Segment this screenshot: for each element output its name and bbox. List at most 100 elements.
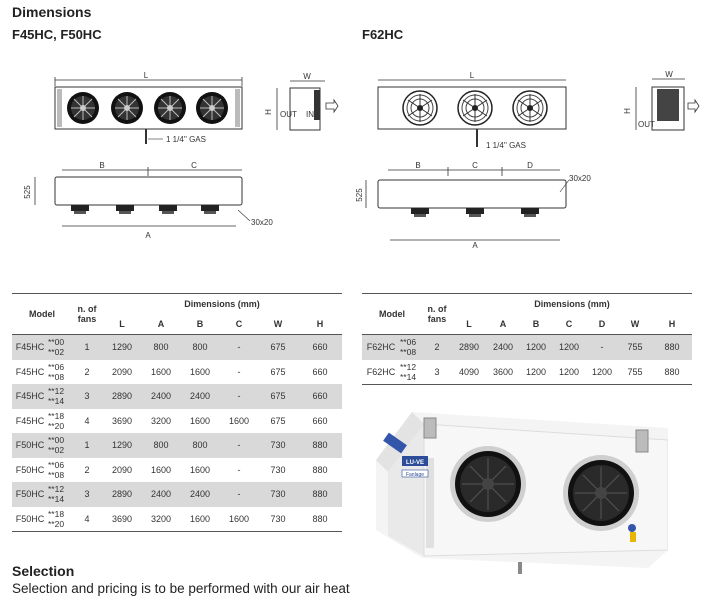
dim-H-label-right: H [623,108,632,114]
fans-cell: 3 [72,384,102,409]
dim-C-cell: 1200 [558,366,580,377]
gas-label: 1 1/4'' GAS [166,135,206,144]
model-cell: F50HC [12,433,48,458]
col-dimensions: Dimensions (mm) [534,299,610,309]
dim-A-cell: 1600 [150,366,172,377]
fans-cell: 4 [84,415,90,426]
dim-B-cell: 1200 [525,366,547,377]
dim-B-cell: 1600 [189,513,211,524]
dim-H-cell: 880 [664,366,680,377]
in-label: IN [306,110,314,119]
dim-B-cell: 1600 [189,415,211,426]
col-H: H [316,319,324,329]
dim-A-cell: 3200 [150,415,172,426]
dim-A-cell: 800 [142,433,180,458]
dim-C-cell: - [220,384,258,409]
product-image: LU-VE Fanlage [376,412,668,574]
out-label-right: OUT [638,120,655,129]
model-cell: F62HC [362,334,400,360]
slot-size-label: 30x20 [251,218,273,227]
dim-D-cell: - [586,334,618,360]
code-cell: **00**02 [48,334,72,360]
dim-A-cell: 2400 [142,482,180,507]
col-A: A [157,319,165,329]
dim-B-cell: 1200 [520,334,552,360]
dim-H-cell: 880 [298,433,342,458]
col-C: C [235,319,243,329]
dim-L-cell: 2090 [111,464,133,475]
dim-A-cell: 2400 [142,384,180,409]
slot-size-label-right: 30x20 [569,174,591,183]
dim-H-cell: 660 [298,384,342,409]
dim-A-label: A [145,231,151,240]
dim-H-cell: 880 [312,464,328,475]
fan-2 [563,455,639,531]
dim-C-cell: - [220,334,258,360]
dim-W-cell: 675 [258,334,298,360]
code-cell: **18**20 [48,508,65,529]
dim-W-cell: 730 [258,482,298,507]
fans-cell: 1 [72,334,102,360]
dim-L-cell: 4090 [458,366,480,377]
dim-C-label-right: C [472,161,478,170]
col-C: C [565,319,573,329]
col-D: D [598,319,606,329]
fans-cell: 3 [72,482,102,507]
code-cell: **12**14 [48,482,72,507]
dim-H-cell: 660 [298,334,342,360]
dim-H-cell: 660 [312,366,328,377]
dim-B-cell: 1600 [189,366,211,377]
dim-C-cell: - [220,482,258,507]
model-cell: F50HC [15,513,45,524]
fans-cell: 2 [84,366,90,377]
dim-C-cell: - [237,366,241,377]
fans-cell: 1 [72,433,102,458]
code-cell: **12**14 [400,361,417,382]
model-cell: F45HC [15,415,45,426]
brand-name-label: Fanlage [406,472,424,478]
dim-A-cell: 3200 [150,513,172,524]
dim-C-cell: 1600 [228,513,250,524]
code-cell: **18**20 [48,410,65,431]
dim-D-cell: 1200 [591,366,613,377]
right-side-view: W H OUT [623,70,700,131]
col-A: A [499,319,507,329]
model-cell: F45HC [12,334,48,360]
dim-W-cell: 755 [627,366,643,377]
model-cell: F45HC [15,366,45,377]
dim-H-cell: 880 [298,482,342,507]
dim-L-cell: 3690 [111,513,133,524]
dim-W-label: W [303,72,311,81]
dim-H-label: H [264,109,273,115]
code-cell: **06**08 [48,361,65,382]
fans-cell: 2 [84,464,90,475]
selection-text: Selection and pricing is to be performed… [12,581,350,596]
out-label: OUT [280,110,297,119]
dim-H-cell: 660 [312,415,328,426]
dim-C-cell: - [237,464,241,475]
right-models-title: F62HC [362,27,404,42]
dim-W-cell: 675 [258,384,298,409]
dim-W-cell: 730 [270,464,286,475]
dim-B-cell: 2400 [180,384,220,409]
fans-cell: 3 [434,366,440,377]
brand-badge-label: LU-VE [406,460,424,466]
dim-W-label-right: W [665,70,673,79]
right-bottom-view: B C D 525 A 30x20 [355,161,591,250]
left-side-view: W H OUT IN [264,72,339,131]
col-dimensions: Dimensions (mm) [184,299,260,309]
col-model: Model [29,309,55,319]
dim-B-cell: 800 [180,433,220,458]
dim-525-label: 525 [23,185,32,199]
dim-D-label-right: D [527,161,533,170]
technical-drawings: L 1 1/4'' GAS W H OUT IN B C 525 [23,70,700,250]
right-dimensions-table: Model n. of fans Dimensions (mm) L A B C… [362,293,692,385]
col-W: W [630,319,640,329]
dim-525-label-right: 525 [355,188,364,202]
